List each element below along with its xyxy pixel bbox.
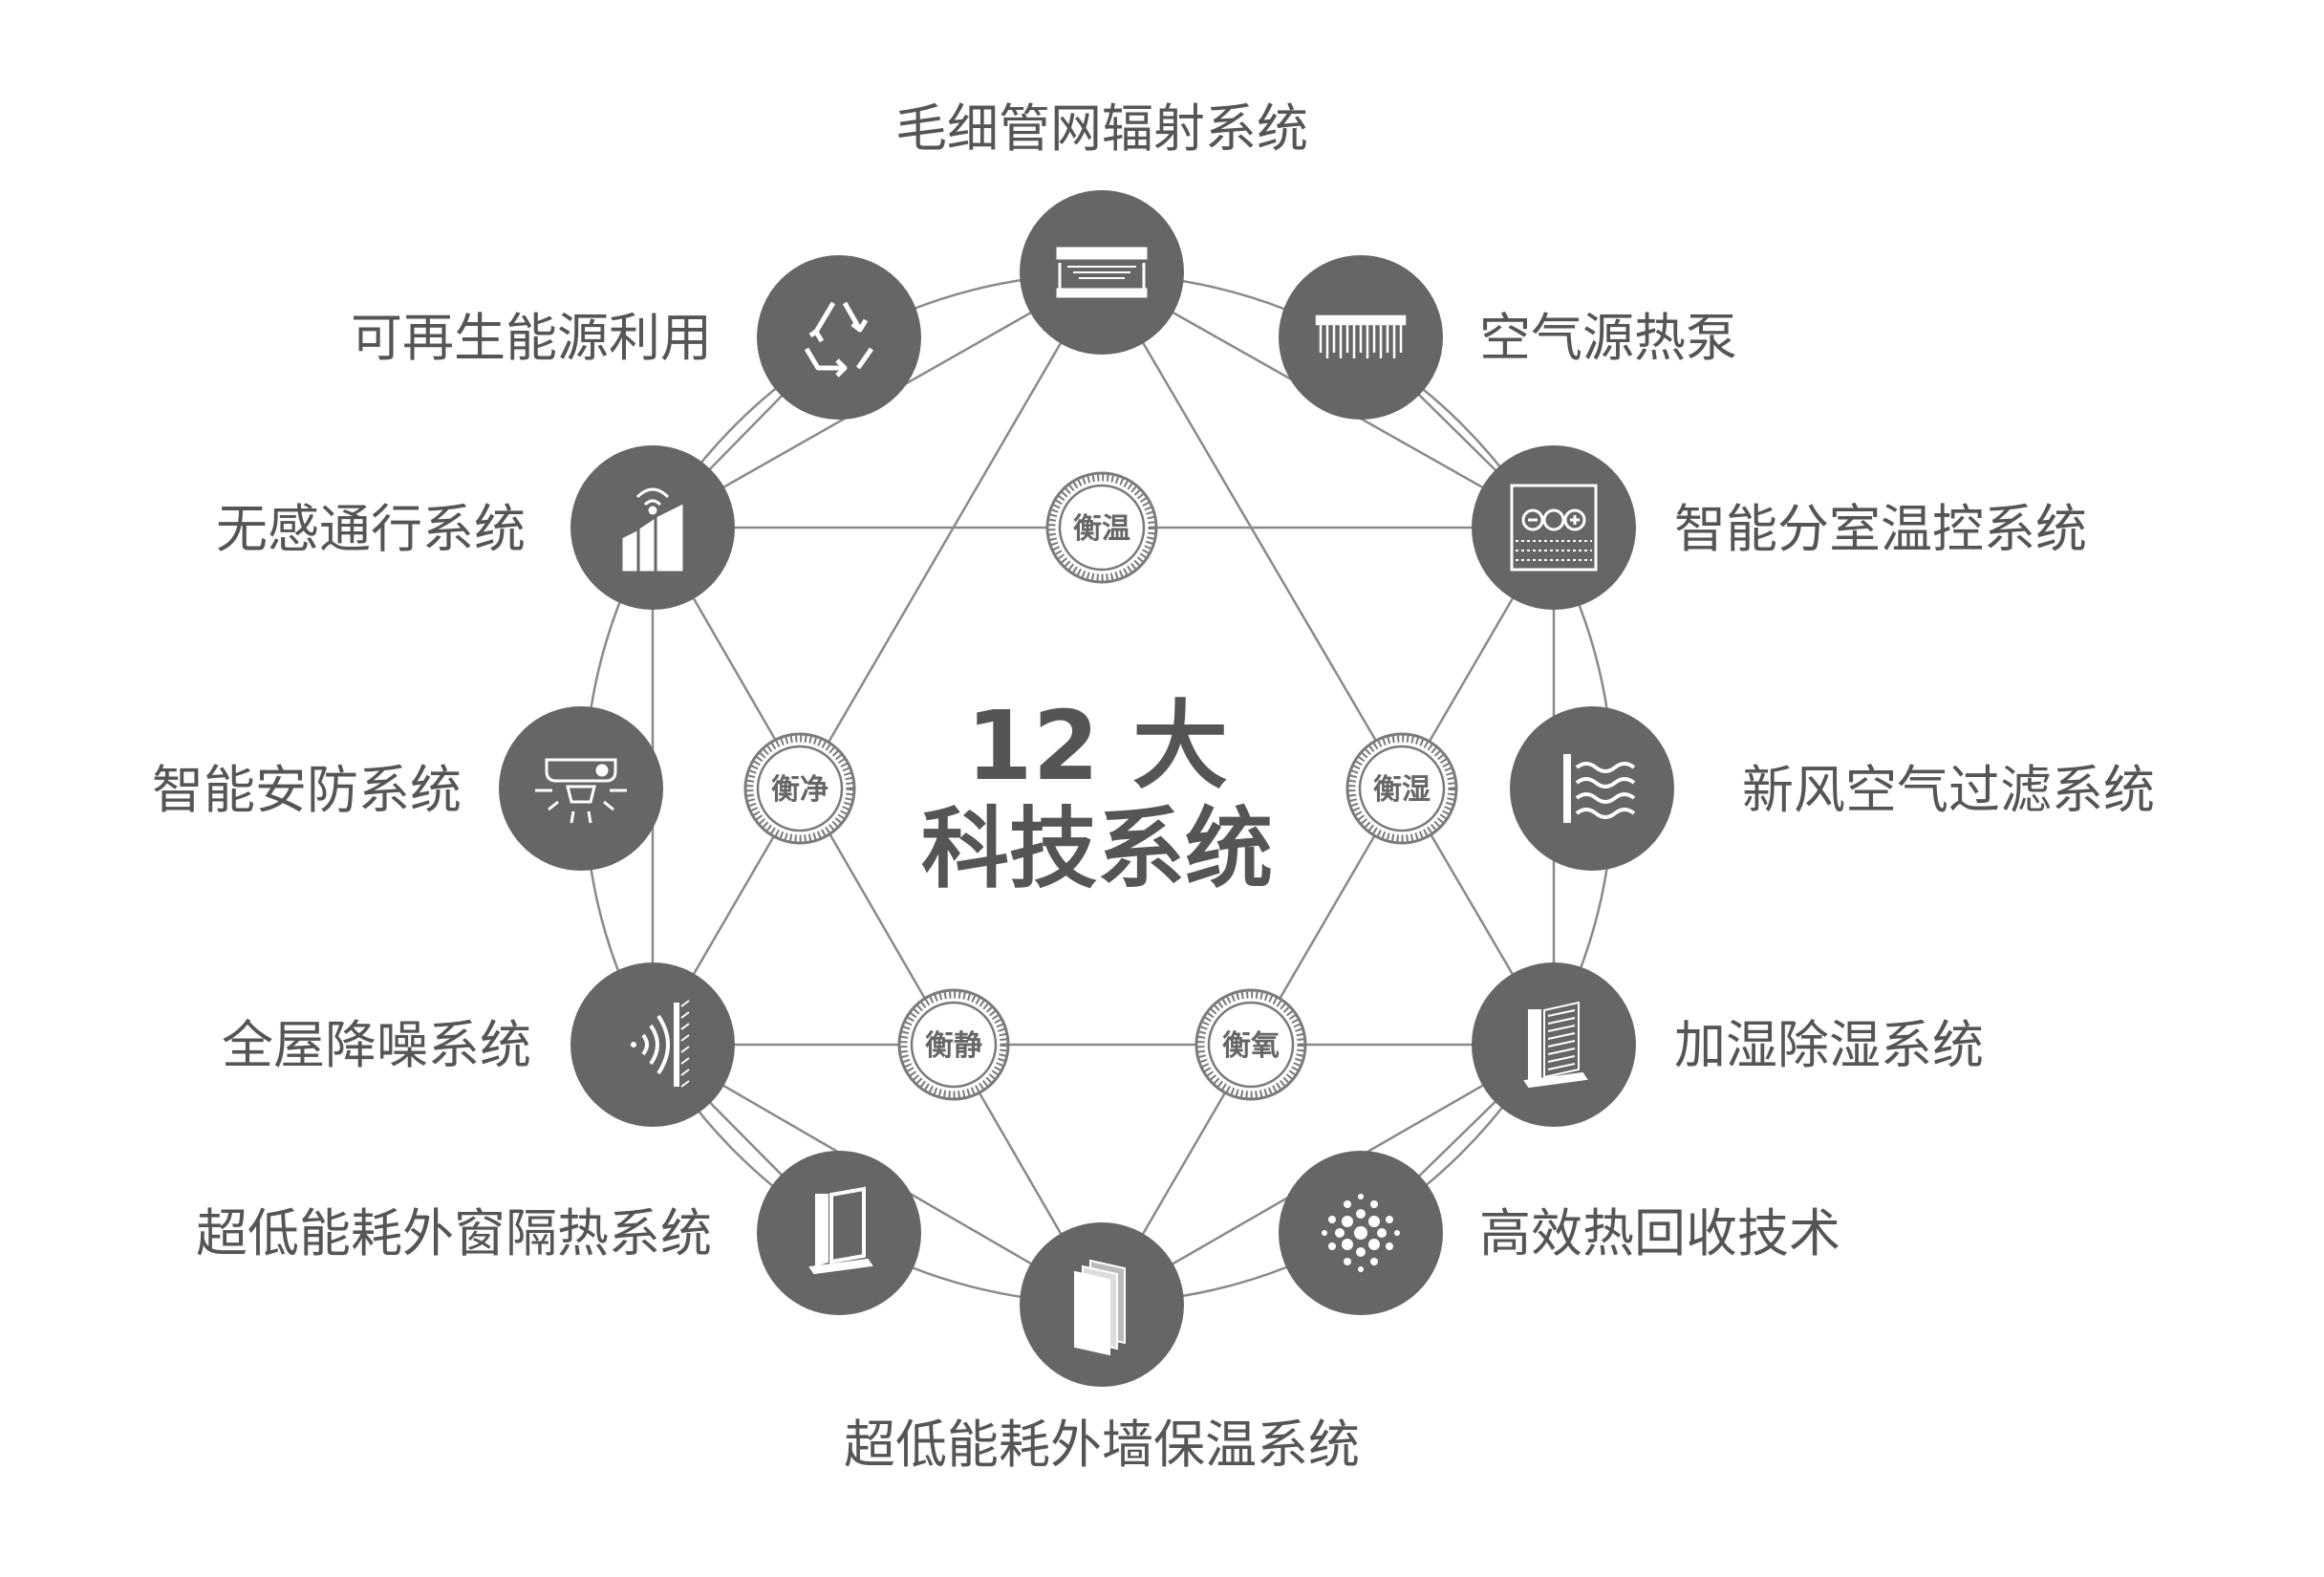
node-capillary[interactable] xyxy=(1020,190,1184,355)
security-camera-alarm-icon xyxy=(535,758,627,824)
node-wall[interactable] xyxy=(1020,1222,1184,1387)
node-noise[interactable] xyxy=(570,962,735,1127)
label-noise: 全屋降噪系统 xyxy=(222,1015,531,1075)
humidifier-panel-icon xyxy=(1523,1001,1588,1089)
label-renewable: 可再生能源利用 xyxy=(351,308,712,368)
node-humidity[interactable] xyxy=(1472,962,1636,1127)
hub-label-oxy: 衡氧 xyxy=(1222,1029,1280,1063)
label-heatrecovery: 高效热回收技术 xyxy=(1479,1203,1840,1264)
label-window: 超低能耗外窗隔热系统 xyxy=(196,1203,712,1264)
node-heatpump[interactable] xyxy=(1279,255,1443,420)
label-thermostat: 智能分室温控系统 xyxy=(1674,499,2087,559)
node-security[interactable] xyxy=(499,706,663,871)
hub-quiet: 衡静 xyxy=(897,988,1010,1101)
node-access[interactable] xyxy=(570,445,735,610)
thermostat-panel-icon xyxy=(1510,484,1598,572)
label-wall: 超低能耗外墙保温系统 xyxy=(844,1415,1360,1475)
insulated-wall-layers-icon xyxy=(1074,1259,1126,1356)
label-heatpump: 空气源热泵 xyxy=(1479,308,1737,368)
heat-pump-fins-icon xyxy=(1315,314,1407,358)
recycle-icon xyxy=(804,301,874,378)
hub-warm: 衡温 xyxy=(1045,471,1158,584)
hub-label-quiet: 衡静 xyxy=(925,1029,982,1063)
center-title-line2: 科技系统 xyxy=(921,798,1273,900)
node-window[interactable] xyxy=(757,1151,921,1315)
air-filter-wave-icon xyxy=(1563,754,1636,823)
hub-humid: 衡湿 xyxy=(1345,732,1458,845)
label-humidity: 加湿除湿系统 xyxy=(1674,1015,1984,1075)
radiant-panel-icon xyxy=(1056,247,1148,298)
label-capillary: 毛细管网辐射系统 xyxy=(895,98,1308,159)
label-access: 无感通行系统 xyxy=(216,499,526,559)
window-frame-icon xyxy=(808,1186,873,1275)
wireless-signal-bars-icon xyxy=(622,487,683,572)
label-security: 智能安防系统 xyxy=(152,760,462,820)
node-renewable[interactable] xyxy=(757,255,921,420)
hub-label-clean: 衡净 xyxy=(771,773,828,807)
node-thermostat[interactable] xyxy=(1472,445,1636,610)
label-freshair: 新风空气过滤系统 xyxy=(1742,760,2155,820)
hub-clean: 衡净 xyxy=(743,732,856,845)
hub-label-warm: 衡温 xyxy=(1073,512,1130,546)
node-freshair[interactable] xyxy=(1510,706,1674,871)
hub-label-humid: 衡湿 xyxy=(1373,773,1431,807)
node-heatrecovery[interactable] xyxy=(1279,1151,1443,1315)
hub-oxy: 衡氧 xyxy=(1194,988,1307,1101)
center-title-line1: 12 大 xyxy=(966,690,1228,802)
heat-recovery-dots-icon xyxy=(1322,1194,1400,1272)
sound-barrier-icon xyxy=(631,1000,690,1088)
